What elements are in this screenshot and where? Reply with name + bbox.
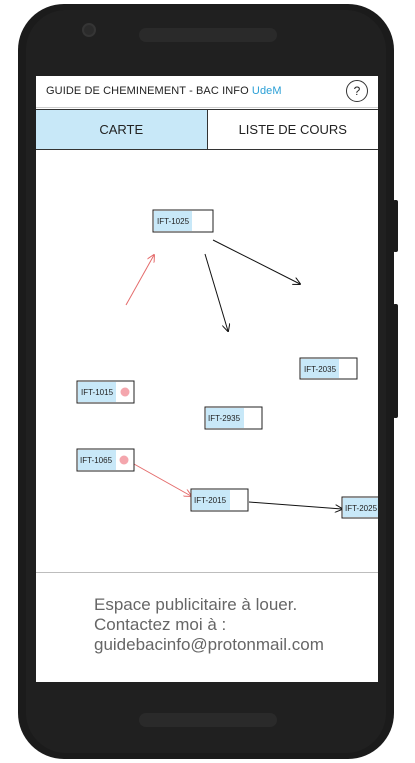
volume-button [393,200,398,252]
status-dot [120,387,130,397]
link-ift1015-ift1025 [125,255,154,306]
ad-banner: Espace publicitaire à louer. Contactez m… [36,572,378,682]
course-node-label: IFT-1025 [157,217,190,226]
course-map[interactable]: IFT-1025 IFT-1015 IFT-2035 IFT-2935 [36,150,378,572]
ad-text: Espace publicitaire à louer. Contactez m… [94,595,324,655]
ad-email-link[interactable]: guidebacinfo@protonmail.com [94,635,324,654]
course-node-label: IFT-1015 [81,388,114,397]
camera-icon [82,23,96,37]
app-title: GUIDE DE CHEMINEMENT - BAC INFO UdeM [46,85,282,97]
link-ift2015-ift2025 [248,501,342,509]
status-dot [119,455,129,465]
course-node[interactable]: IFT-2015 [190,488,249,512]
course-node[interactable]: IFT-2935 [204,406,263,430]
course-node-label: IFT-2025 [345,504,378,513]
app-title-brand: UdeM [251,85,282,97]
course-node[interactable]: IFT-1065 [76,448,135,472]
course-map-canvas: IFT-1025 IFT-1015 IFT-2035 IFT-2935 [76,209,378,519]
speaker-grille [139,28,277,42]
power-button [393,304,398,418]
course-node-label: IFT-2935 [208,414,241,423]
course-node[interactable]: IFT-1015 [76,380,135,404]
ad-line: Contactez moi à : [94,615,227,634]
app-header: GUIDE DE CHEMINEMENT - BAC INFO UdeM ? [36,76,378,108]
course-node-label: IFT-2015 [194,496,227,505]
bottom-speaker-grille [139,713,277,727]
app-title-prefix: GUIDE DE CHEMINEMENT - BAC INFO [46,85,252,97]
tab-liste-de-cours[interactable]: LISTE DE COURS [238,122,347,137]
tab-bar: CARTE LISTE DE COURS [36,109,378,150]
tab-carte[interactable]: CARTE [36,110,208,149]
course-node[interactable]: IFT-1025 [152,209,214,233]
app-screen: GUIDE DE CHEMINEMENT - BAC INFO UdeM ? C… [36,76,378,682]
course-node-label: IFT-1065 [80,456,113,465]
course-node-label: IFT-2035 [304,365,337,374]
link-ift1025-ift2935 [204,253,228,331]
course-node[interactable]: IFT-2025 [341,496,378,519]
help-button[interactable]: ? [346,80,368,102]
link-ift1065-ift2015 [133,463,191,496]
link-ift1025-ift2035 [212,239,300,284]
ad-line: Espace publicitaire à louer. [94,595,298,614]
course-node[interactable]: IFT-2035 [299,357,358,380]
